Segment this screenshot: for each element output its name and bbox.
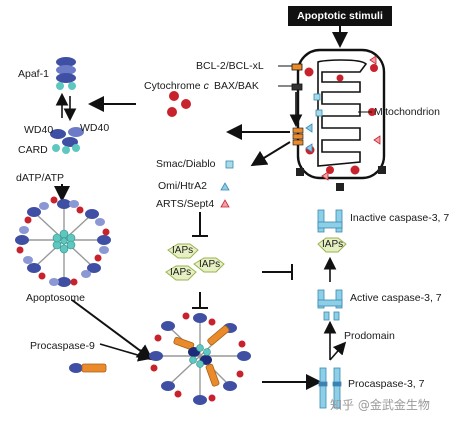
- arrow-mito-to-smac: [250, 141, 291, 167]
- wd40-right-label: WD40: [80, 122, 110, 134]
- procaspase37-shape: [318, 367, 342, 409]
- prodomain-shape: [323, 311, 340, 321]
- arts-triangle-icon: [220, 199, 230, 208]
- inactive-caspase-label: Inactive caspase-3, 7: [350, 212, 450, 224]
- apaf1-monomer: [56, 57, 76, 90]
- iap-label-2: IAPs: [199, 259, 221, 270]
- wd40-left-label: WD40: [24, 124, 54, 136]
- procaspase9-shape: [69, 363, 107, 373]
- prodomain-label: Prodomain: [344, 330, 395, 342]
- holoenzyme-wheel: [149, 312, 251, 405]
- apoptotic-stimuli-box: Apoptotic stimuli: [288, 6, 392, 26]
- bcl2-label: BCL-2/BCL-xL: [196, 60, 264, 72]
- baxbak-label: BAX/BAK: [214, 80, 259, 92]
- procaspase37-label: Procaspase-3, 7: [348, 378, 425, 390]
- apoptosome-wheel: [15, 196, 111, 287]
- active-caspase-shape: [317, 289, 343, 309]
- iap-hexagons: [165, 243, 225, 281]
- mitochondrion: [291, 48, 386, 191]
- apoptosome-label: Apoptosome: [26, 292, 85, 304]
- omi-triangle-icon: [220, 182, 230, 191]
- apaf1-open: [50, 127, 84, 154]
- procaspase9-label: Procaspase-9: [30, 340, 95, 352]
- arts-label: ARTS/Sept4: [156, 198, 215, 210]
- cytochrome-c-label: Cytochrome c: [144, 80, 209, 92]
- iap-caspase-label: IAPs: [322, 239, 344, 250]
- mitochondrion-label: Mitochondrion: [374, 106, 440, 118]
- active-caspase-label: Active caspase-3, 7: [350, 292, 442, 304]
- datp-label: dATP/ATP: [16, 172, 65, 184]
- watermark: 知乎 @金武金生物: [330, 398, 430, 412]
- omi-label: Omi/HtrA2: [158, 180, 208, 192]
- card-label: CARD: [18, 144, 48, 156]
- apaf1-label: Apaf-1: [18, 68, 49, 80]
- iap-label-1: IAPs: [172, 245, 194, 256]
- cytochrome-text: Cytochrome: [144, 80, 201, 92]
- iap-label-3: IAPs: [170, 267, 192, 278]
- smac-label: Smac/Diablo: [156, 158, 216, 170]
- inactive-caspase-shape: [317, 209, 347, 253]
- smac-square-icon: [225, 160, 234, 169]
- cytochrome-c-dots: [167, 91, 191, 117]
- cytochrome-c-letter: c: [203, 80, 209, 92]
